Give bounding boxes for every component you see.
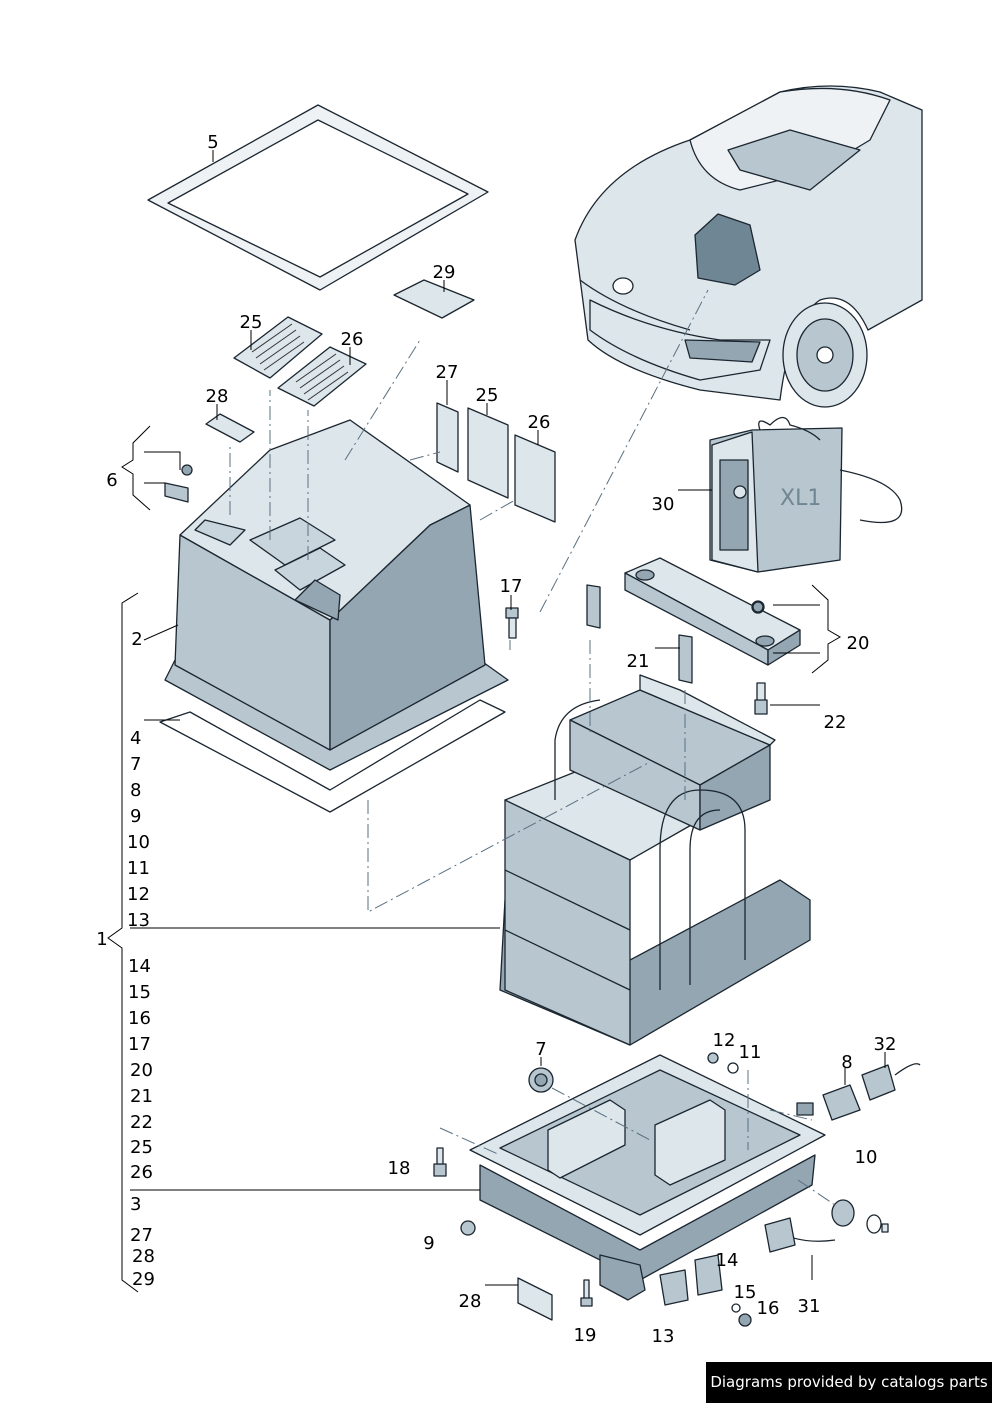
callout-2: 2	[131, 629, 142, 650]
kit-list: 4 7 8 9 10 11 12 13 14 15 16 17 20 21 22…	[127, 728, 155, 1290]
kit-item: 7	[130, 754, 141, 775]
leader-lines	[130, 150, 886, 1286]
kit-item: 27	[130, 1225, 153, 1246]
kit-item: 9	[130, 806, 141, 827]
kit-item: 25	[130, 1137, 153, 1158]
callout-19: 19	[574, 1325, 597, 1346]
bolt-22	[754, 682, 768, 715]
callout-29: 29	[433, 262, 456, 283]
label-29	[393, 279, 475, 319]
callout-26: 26	[341, 329, 364, 350]
callout-22: 22	[824, 712, 847, 733]
kit-item: 11	[127, 858, 150, 879]
kit-item: 3	[130, 1194, 141, 1215]
kit-item: 28	[132, 1246, 155, 1267]
seal-11	[727, 1062, 739, 1074]
brace-marks	[107, 425, 841, 1293]
credit-banner: Diagrams provided by catalogs parts	[706, 1362, 992, 1403]
nut-20	[752, 601, 764, 613]
plug-14	[694, 1254, 723, 1296]
callout-15: 15	[734, 1282, 757, 1303]
socket-10	[831, 1199, 889, 1234]
callout-11: 11	[739, 1042, 762, 1063]
callout-31: 31	[798, 1296, 821, 1317]
battery-module-stack	[499, 674, 811, 1046]
callout-28: 28	[206, 386, 229, 407]
charger-unit-30: XL1	[709, 416, 903, 573]
grommet-7	[528, 1067, 554, 1093]
seal-12	[707, 1052, 719, 1064]
label-26-top	[277, 346, 367, 407]
screw-19	[580, 1279, 593, 1307]
charger-badge-text: XL1	[780, 486, 821, 511]
kit-item: 21	[130, 1086, 153, 1107]
callout-18: 18	[388, 1158, 411, 1179]
harness-31	[764, 1217, 836, 1253]
callout-9: 9	[423, 1233, 434, 1254]
label-25-side	[467, 407, 509, 499]
vehicle-front-illustration	[574, 85, 923, 408]
callout-28-bottom: 28	[459, 1291, 482, 1312]
kit-item: 4	[130, 728, 141, 749]
gasket-5	[147, 104, 489, 291]
callout-20: 20	[847, 633, 870, 654]
kit-item: 14	[128, 956, 151, 977]
gasket-4	[159, 699, 506, 813]
bracket-20	[624, 557, 801, 666]
callout-30: 30	[652, 494, 675, 515]
kit-item: 8	[130, 780, 141, 801]
callout-26-side: 26	[528, 412, 551, 433]
callout-32: 32	[874, 1034, 897, 1055]
bracket-21	[586, 584, 693, 684]
callout-6: 6	[106, 470, 117, 491]
label-25-top	[233, 316, 323, 379]
connector-32	[861, 1063, 921, 1101]
kit-item: 17	[128, 1034, 151, 1055]
callout-21: 21	[627, 651, 650, 672]
callout-17: 17	[500, 576, 523, 597]
callout-8: 8	[841, 1052, 852, 1073]
callout-25-side: 25	[476, 385, 499, 406]
kit-item: 15	[128, 982, 151, 1003]
plug-13	[659, 1269, 689, 1306]
callout-7: 7	[535, 1039, 546, 1060]
label-27-side	[436, 402, 459, 473]
bracket-6	[164, 464, 193, 503]
kit-item: 26	[130, 1162, 153, 1183]
screw-9	[460, 1220, 476, 1236]
kit-item: 29	[132, 1269, 155, 1290]
callout-25: 25	[240, 312, 263, 333]
battery-tray-3	[469, 1054, 826, 1301]
callout-14: 14	[716, 1250, 739, 1271]
callout-27-side: 27	[436, 362, 459, 383]
bolt-17	[505, 607, 519, 639]
callout-1: 1	[96, 929, 107, 950]
label-28-bottom	[517, 1277, 553, 1321]
callout-numbers: 5 29 25 26 28 27 25 26 6 30 17 2 20 21 2…	[96, 132, 896, 1347]
kit-item: 13	[127, 910, 150, 931]
kit-item: 12	[127, 884, 150, 905]
label-26-side	[514, 434, 556, 523]
callout-10: 10	[855, 1147, 878, 1168]
label-28-top	[205, 413, 255, 443]
seal-15	[731, 1303, 741, 1313]
kit-item: 20	[130, 1060, 153, 1081]
kit-item: 16	[128, 1008, 151, 1029]
battery-cover-2	[164, 419, 509, 771]
kit-item: 10	[127, 832, 150, 853]
kit-item: 22	[130, 1112, 153, 1133]
callout-12: 12	[713, 1030, 736, 1051]
screw-18	[433, 1147, 447, 1177]
callout-16: 16	[757, 1298, 780, 1319]
callout-5: 5	[207, 132, 218, 153]
assembly-lines	[229, 289, 836, 1206]
connector-8	[796, 1084, 861, 1121]
callout-13: 13	[652, 1326, 675, 1347]
nut-16	[738, 1313, 752, 1327]
